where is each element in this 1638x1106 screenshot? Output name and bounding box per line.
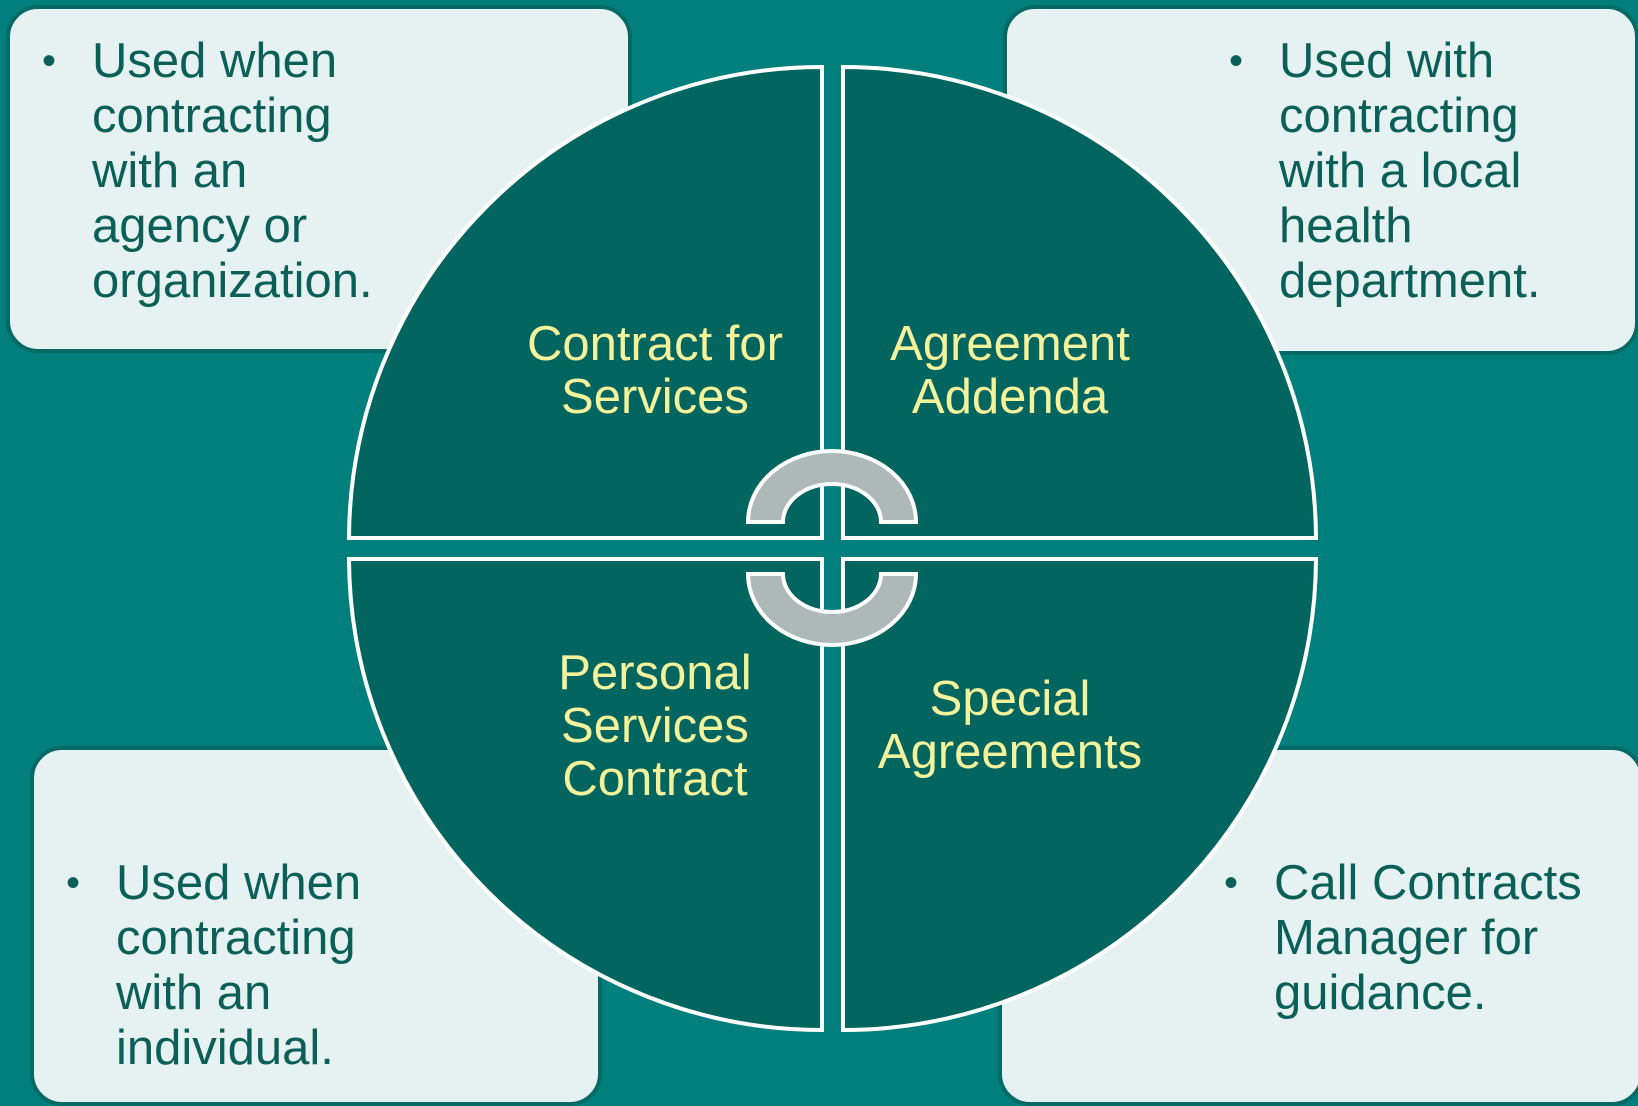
label-line: Agreements bbox=[877, 725, 1143, 779]
bullet-line: Manager for bbox=[1274, 911, 1539, 965]
bullet-line: guidance. bbox=[1274, 966, 1487, 1020]
bullet-line: department. bbox=[1279, 254, 1541, 308]
bullet-line: organization. bbox=[92, 254, 373, 308]
quadrant-shapes bbox=[346, 64, 1319, 1033]
bullet-line: Used with bbox=[1279, 34, 1495, 88]
bullet-icon: • bbox=[66, 861, 81, 905]
bullet-line: with an bbox=[92, 144, 248, 198]
bullet-icon: • bbox=[1224, 861, 1239, 905]
bullet-item: • Used with contracting with a local hea… bbox=[1209, 34, 1541, 309]
upper-arc-arrow-icon bbox=[745, 449, 919, 524]
bullet-line: with a local bbox=[1279, 144, 1522, 198]
quadrant-bottom-left bbox=[346, 557, 824, 1033]
lower-arc-arrow-icon bbox=[745, 572, 919, 647]
callout-bullet-list: • Used when contracting with an agency o… bbox=[22, 34, 373, 309]
label-line: Services bbox=[561, 699, 749, 753]
page-number: 4 bbox=[1628, 1030, 1638, 1061]
bullet-line: individual. bbox=[116, 1021, 334, 1075]
quadrant-label-agreement-addenda: Agreement Addenda bbox=[840, 318, 1180, 424]
quadrant-top-left bbox=[346, 64, 824, 540]
quadrant-label-personal-services-contract: Personal Services Contract bbox=[485, 647, 825, 806]
quadrant-label-contract-for-services: Contract for Services bbox=[485, 318, 825, 424]
bullet-line: with an bbox=[116, 966, 272, 1020]
bullet-icon: • bbox=[1229, 39, 1244, 83]
bullet-item: • Call Contracts Manager for guidance. bbox=[1204, 856, 1582, 1021]
quadrant-top-right bbox=[841, 64, 1319, 540]
label-line: Personal bbox=[558, 646, 752, 700]
bullet-line: agency or bbox=[92, 199, 308, 253]
label-line: Contract bbox=[562, 752, 748, 806]
quadrant-label-special-agreements: Special Agreements bbox=[840, 673, 1180, 779]
bullet-line: Call Contracts bbox=[1274, 856, 1582, 910]
bullet-icon: • bbox=[42, 39, 57, 83]
label-line: Addenda bbox=[911, 370, 1109, 424]
bullet-item: • Used when contracting with an agency o… bbox=[22, 34, 373, 309]
callout-bullet-list: • Used with contracting with a local hea… bbox=[1209, 34, 1541, 309]
quadrant-bottom-right bbox=[841, 557, 1319, 1033]
bullet-line: contracting bbox=[1279, 89, 1519, 143]
bullet-line: Used when bbox=[92, 34, 338, 88]
bullet-line: health bbox=[1279, 199, 1413, 253]
bullet-item: • Used when contracting with an individu… bbox=[46, 856, 361, 1076]
callout-bullet-list: • Call Contracts Manager for guidance. bbox=[1204, 856, 1582, 1021]
label-line: Services bbox=[561, 370, 749, 424]
bullet-line: Used when bbox=[116, 856, 362, 910]
label-line: Contract for bbox=[527, 317, 783, 371]
callout-bullet-list: • Used when contracting with an individu… bbox=[46, 856, 361, 1076]
label-line: Special bbox=[929, 672, 1091, 726]
bullet-line: contracting bbox=[116, 911, 356, 965]
bullet-line: contracting bbox=[92, 89, 332, 143]
label-line: Agreement bbox=[890, 317, 1130, 371]
